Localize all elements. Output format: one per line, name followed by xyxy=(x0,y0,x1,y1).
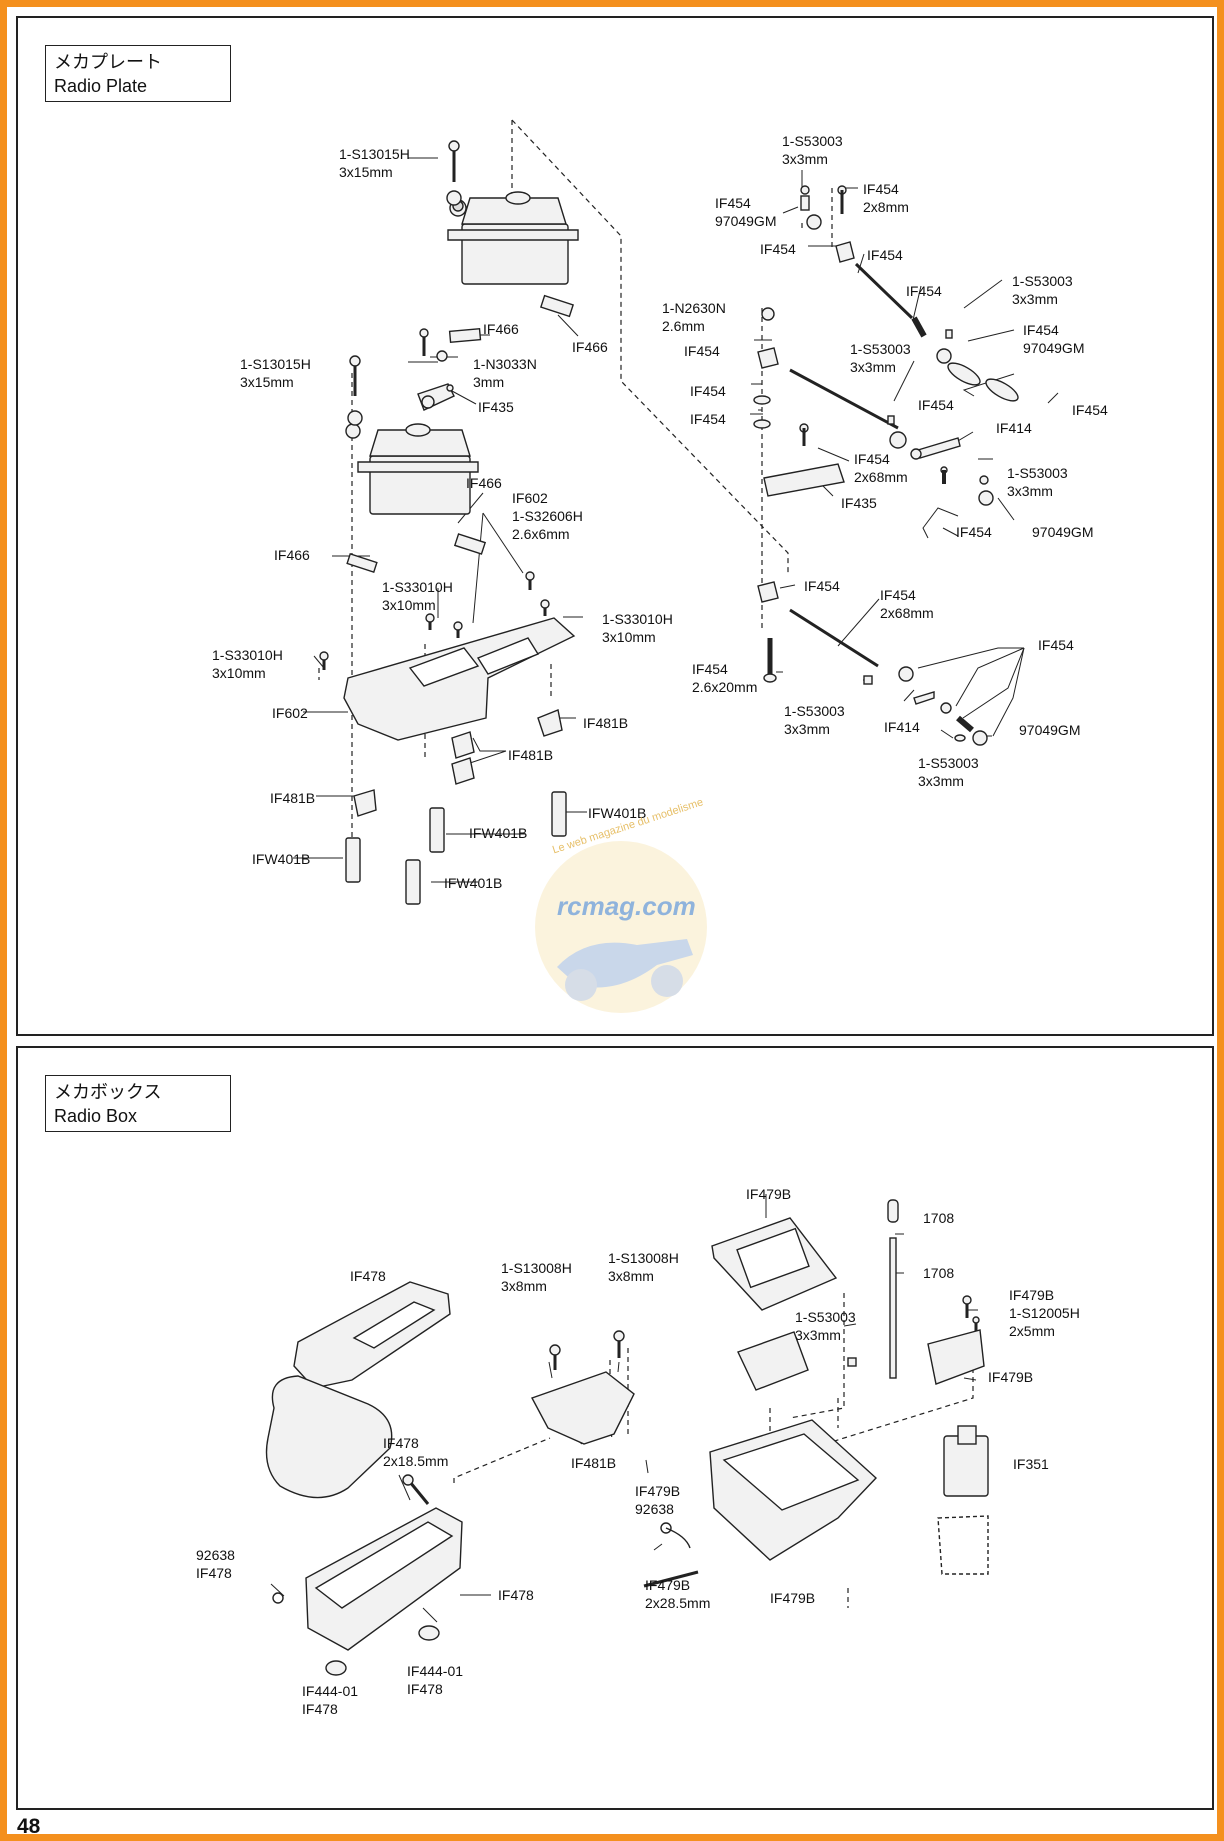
radio-box-panel: メカボックス Radio Box IF479B 1708 1708 IF478 … xyxy=(16,1046,1214,1810)
callout-p20: IFW401B xyxy=(444,875,503,891)
callout-b04: IF478 xyxy=(350,1268,386,1284)
callout-r07: IF454 xyxy=(906,283,942,299)
title-jp: メカプレート xyxy=(54,52,162,72)
callout-p09: IF466 xyxy=(274,547,310,563)
callout-r14: IF454 xyxy=(918,397,954,413)
callout-r20: IF454 xyxy=(956,524,992,540)
callout-r22: IF454 xyxy=(804,578,840,594)
callout-b03: 1708 xyxy=(923,1265,955,1281)
radio-box-title: メカボックス Radio Box xyxy=(45,1075,231,1132)
servo-upper xyxy=(447,191,579,318)
callout-p07: IF466 xyxy=(466,475,502,491)
callout-b13: IF351 xyxy=(1013,1456,1049,1472)
callout-p02: IF466 xyxy=(483,321,519,337)
radio-plate-title: メカプレート Radio Plate xyxy=(45,45,231,102)
callout-b11: IF481B xyxy=(571,1455,617,1471)
callout-r27: IF414 xyxy=(884,719,920,735)
rcmag-watermark: Le web magazine du modelisme rcmag.com xyxy=(517,796,727,1035)
callout-r16: IF414 xyxy=(996,420,1032,436)
callout-r04: IF454 xyxy=(760,241,796,257)
callout-p17: IFW401B xyxy=(588,805,647,821)
callout-p19: IFW401B xyxy=(252,851,311,867)
throttle-linkage xyxy=(753,185,1019,746)
callout-r09: IF454 xyxy=(684,343,720,359)
callout-p15: IF481B xyxy=(508,747,554,763)
throttle-horn xyxy=(763,463,845,497)
callout-p13: IF602 xyxy=(272,705,308,721)
callout-r13: IF454 xyxy=(1072,402,1108,418)
title-jp: メカボックス xyxy=(54,1082,162,1102)
screws-left xyxy=(319,140,550,670)
callout-r12: IF454 xyxy=(690,383,726,399)
watermark-logo xyxy=(535,841,707,1013)
watermark-site: rcmag.com xyxy=(557,891,696,921)
callout-b09: IF479B xyxy=(988,1369,1034,1385)
callout-b02: 1708 xyxy=(923,1210,955,1226)
callout-r15: IF454 xyxy=(690,411,726,427)
callout-r05: IF454 xyxy=(867,247,903,263)
radio-box-diagram xyxy=(265,1194,989,1676)
radio-plate-diagram xyxy=(293,119,1059,905)
callout-r21: 97049GM xyxy=(1032,524,1094,540)
callout-r19: IF435 xyxy=(841,495,877,511)
callout-p06: IF435 xyxy=(478,399,514,415)
servo-lower xyxy=(345,423,487,573)
callout-r28: 97049GM xyxy=(1019,722,1081,738)
callout-b15: IF478 xyxy=(498,1587,534,1603)
callout-p16: IF481B xyxy=(270,790,316,806)
callout-p14: IF481B xyxy=(583,715,629,731)
callout-p18: IFW401B xyxy=(469,825,528,841)
callout-b01: IF479B xyxy=(746,1186,792,1202)
page-number: 48 xyxy=(17,1815,41,1838)
callout-b17: IF479B xyxy=(770,1590,816,1606)
callout-p03: IF466 xyxy=(572,339,608,355)
title-en: Radio Plate xyxy=(54,76,148,96)
title-en: Radio Box xyxy=(54,1106,138,1126)
callout-r24: IF454 xyxy=(1038,637,1074,653)
